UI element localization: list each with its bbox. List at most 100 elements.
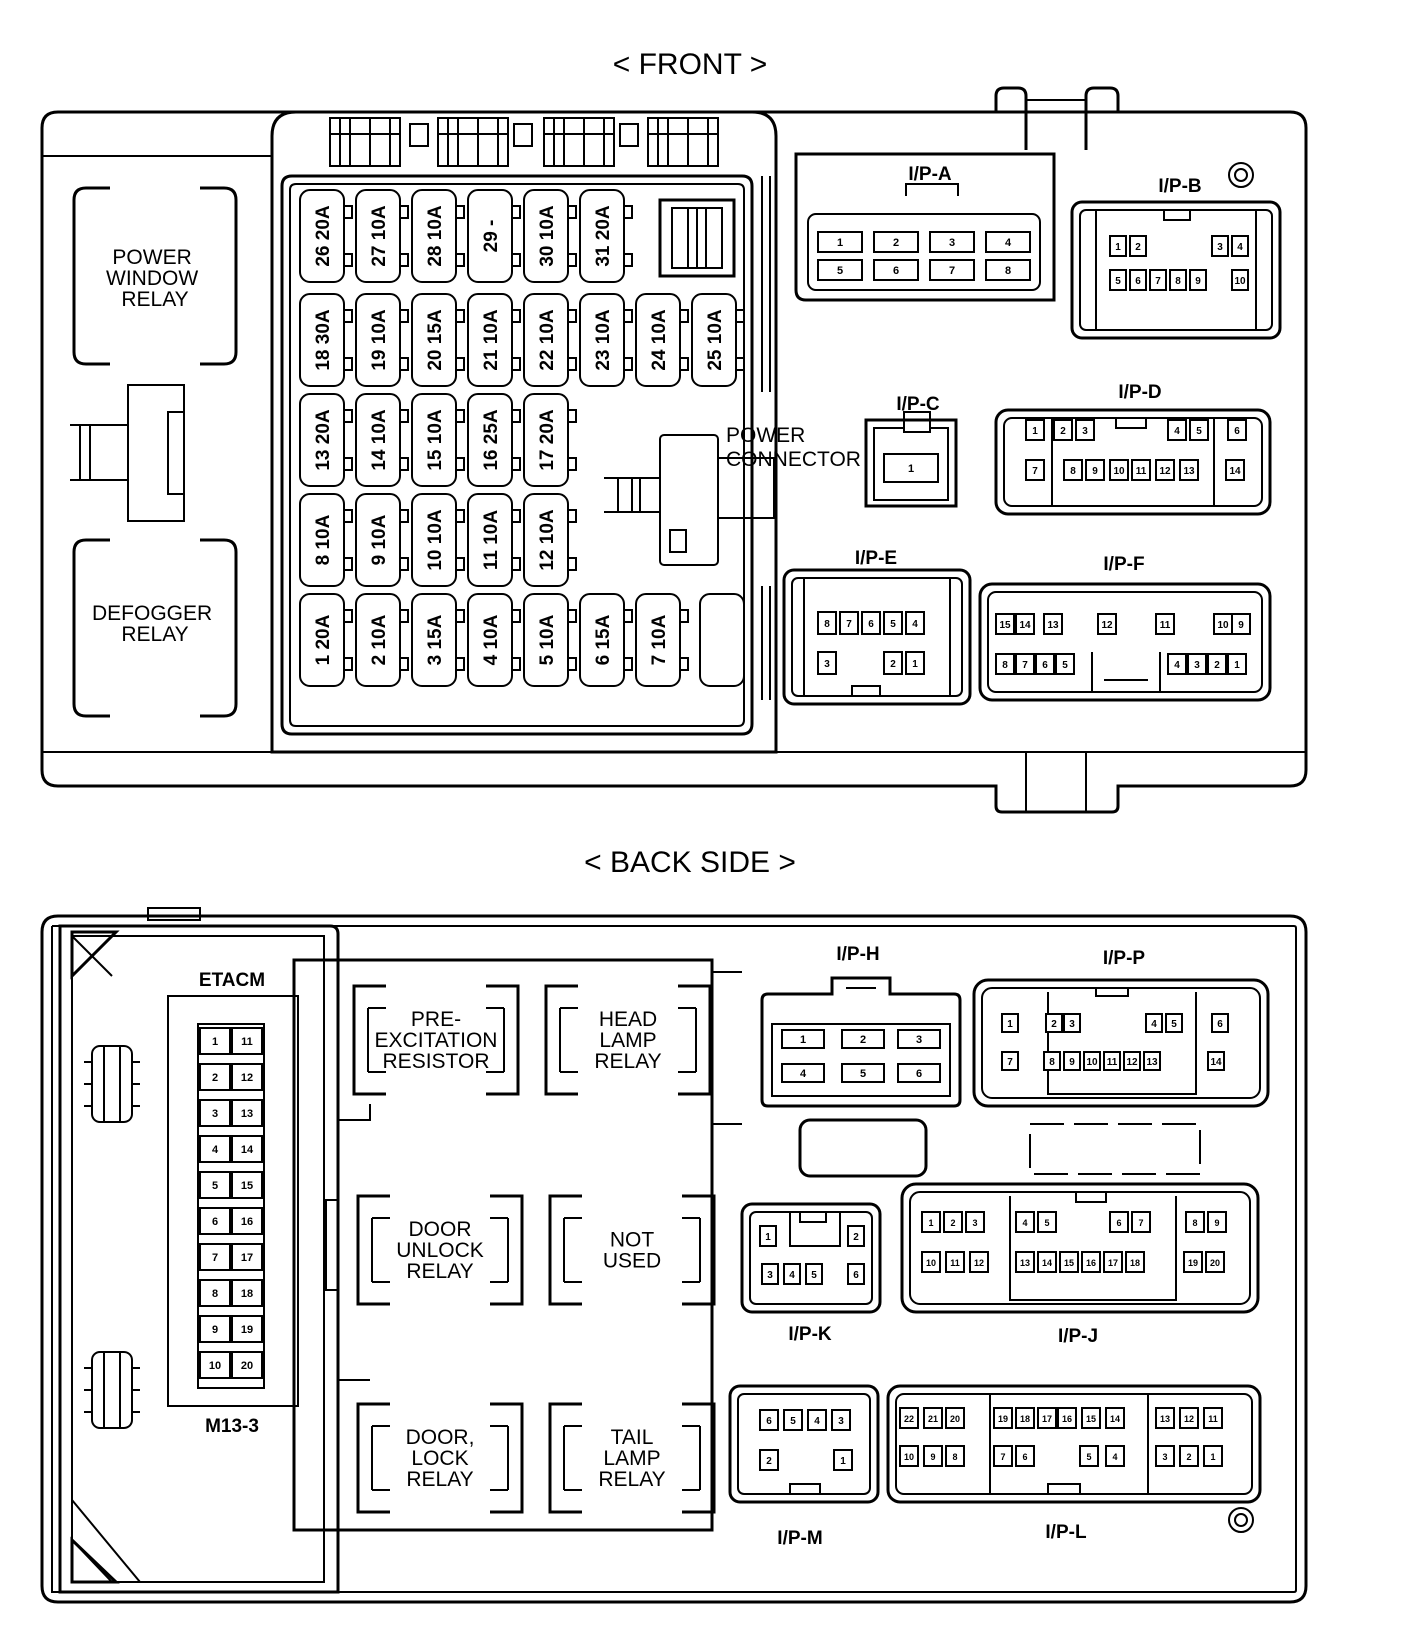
fuse: 4 10A [467, 593, 521, 687]
connector-pin: 19 [1183, 1251, 1203, 1273]
connector-pin: 8 [1169, 269, 1187, 291]
pin-label: 5 [1044, 1218, 1049, 1228]
etacm-pin: 11 [231, 1027, 263, 1055]
connector-pin: 13 [1015, 1251, 1035, 1273]
pin-label: 1 [1210, 1452, 1215, 1462]
connector-pin: 17 [1037, 1407, 1057, 1429]
pin-label: 6 [916, 1068, 922, 1080]
pin-label: 3 [1162, 1452, 1167, 1462]
pin-label: 2 [1214, 660, 1220, 671]
pin-label: 18 [1020, 1414, 1030, 1424]
pin-label: 4 [1112, 1452, 1117, 1462]
connector-pin: 8 [817, 611, 837, 635]
connector-pin: 14 [1015, 613, 1035, 635]
connector-pin: 7 [1001, 1051, 1019, 1071]
connector-pin: 9 [1085, 459, 1105, 481]
pin-label: 18 [1130, 1258, 1140, 1268]
connector-pin: 8 [1063, 459, 1083, 481]
connector-pin: 12 [969, 1251, 989, 1273]
fuse-label: 19 10A [369, 309, 390, 371]
pin-label: 14 [1229, 466, 1241, 477]
pin-label: 1 [1032, 426, 1038, 437]
connector-pin: 11 [1103, 1051, 1121, 1071]
connector-pin: 18 [1125, 1251, 1145, 1273]
connector-pin: 21 [923, 1407, 943, 1429]
etacm-pin: 18 [231, 1279, 263, 1307]
fuse-clips [329, 117, 719, 167]
ip-j-connector [900, 1182, 1260, 1314]
pin-label: 2 [950, 1218, 955, 1228]
connector-pin: 7 [1149, 269, 1167, 291]
fuse: 1 20A [299, 593, 353, 687]
pin-label: 3 [1217, 242, 1223, 253]
etacm-pin: 15 [231, 1171, 263, 1199]
pin-label: 6 [868, 619, 874, 630]
pin-label: 15 [1086, 1414, 1096, 1424]
pin-label: 5 [860, 1068, 866, 1080]
fuse-label: 2 10A [369, 614, 390, 665]
pin-label: 16 [1062, 1414, 1072, 1424]
fuse-label: 18 30A [313, 309, 334, 371]
etacm-pin: 16 [231, 1207, 263, 1235]
connector-pin: 7 [1015, 653, 1035, 675]
pin-label: 11 [1160, 620, 1171, 631]
ip-c-label: I/P-C [896, 394, 940, 415]
pin-label: 4 [212, 1144, 219, 1156]
etacm-label: ETACM [199, 970, 265, 991]
pin-label: 2 [212, 1072, 218, 1084]
fuse-label: 28 10A [425, 205, 446, 267]
pin-label: 8 [1192, 1218, 1197, 1228]
connector-pin: 6 [897, 1063, 941, 1083]
etacm-pin: 8 [199, 1279, 231, 1307]
connector-pin: 11 [945, 1251, 965, 1273]
power-connector: POWER CONNECTOR [604, 424, 861, 566]
connector-pin: 10 [1109, 459, 1129, 481]
etacm-pin: 1 [199, 1027, 231, 1055]
connector-pin: 8 [1185, 1211, 1205, 1233]
pin-label: 9 [1214, 1218, 1219, 1228]
pin-label: 2 [1186, 1452, 1191, 1462]
connector-pin: 1 [781, 1029, 825, 1049]
fuse-label: 7 10A [649, 614, 670, 665]
fuse: 25 10A [691, 293, 745, 387]
pin-label: 17 [1042, 1414, 1052, 1424]
pin-label: 3 [916, 1034, 922, 1046]
connector-pin: 6 [1015, 1445, 1035, 1467]
ip-a-label: I/P-A [908, 164, 952, 185]
pin-label: 5 [837, 265, 843, 277]
pin-label: 15 [1064, 1258, 1074, 1268]
pin-label: 2 [1051, 1019, 1057, 1030]
pin-label: 8 [1002, 660, 1008, 671]
pin-label: 1 [1007, 1019, 1013, 1030]
connector-pin: 9 [1063, 1051, 1081, 1071]
fuse: 20 15A [411, 293, 465, 387]
connector-pin: 5 [817, 259, 863, 281]
connector-pin: 2 [841, 1029, 885, 1049]
ip-a-connector [794, 152, 1056, 302]
connector-pin: 9 [1207, 1211, 1227, 1233]
fuse-label: 1 20A [313, 614, 334, 665]
fuse-label: 13 20A [313, 409, 334, 471]
ip-j-label: I/P-J [1058, 1326, 1098, 1347]
connector-pin: 17 [1103, 1251, 1123, 1273]
pin-label: 4 [1005, 237, 1012, 249]
connector-pin: 6 [861, 611, 881, 635]
pin-label: 3 [824, 659, 830, 670]
front-heading: < FRONT > [613, 48, 767, 81]
connector-pin: 6 [1109, 1211, 1129, 1233]
connector-pin: 1 [1025, 419, 1045, 441]
connector-pin: 3 [1075, 419, 1095, 441]
fuse: 11 10A [467, 493, 521, 587]
pin-label: 5 [811, 1270, 817, 1281]
connector-pin: 12 [1097, 613, 1117, 635]
pin-label: 5 [1086, 1452, 1091, 1462]
pin-label: 5 [1196, 426, 1202, 437]
pin-label: 3 [1082, 426, 1088, 437]
ip-d-connector [994, 408, 1272, 516]
